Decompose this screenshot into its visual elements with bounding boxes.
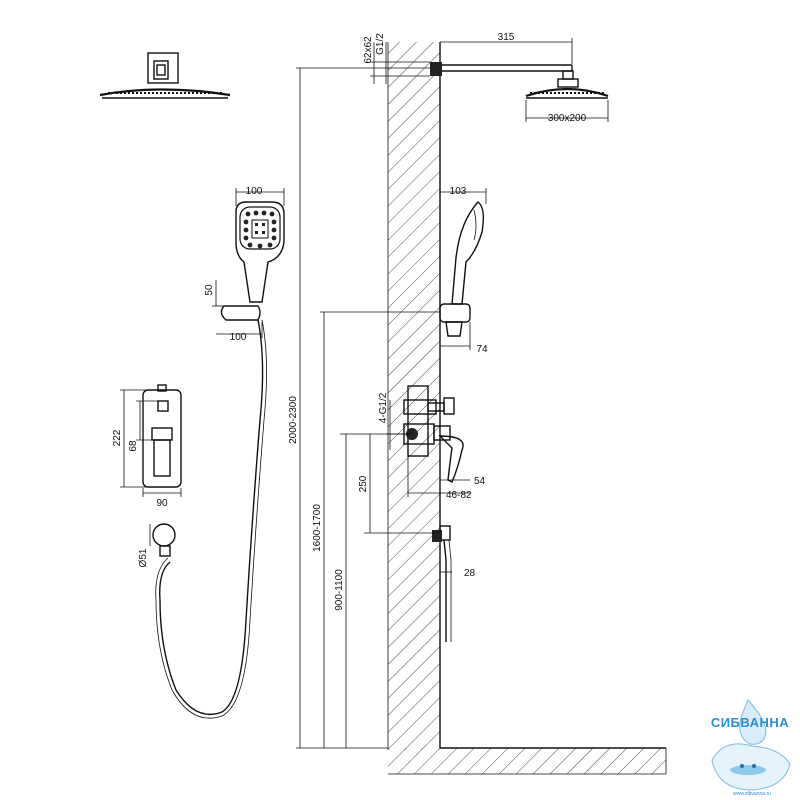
dim-head-size: 300x200 (548, 113, 587, 124)
hand-shower-front-view (235, 201, 285, 303)
dim-holder-width: 100 (230, 332, 247, 343)
wall-section (387, 42, 441, 750)
rain-head-front-view (99, 52, 231, 99)
shower-arm-side-view (430, 62, 609, 99)
dim-mixer-inner: 68 (128, 440, 139, 452)
dim-mixer-depth: 54 (474, 476, 486, 487)
dim-mixer-connections: 4-G1/2 (378, 392, 389, 423)
dim-mixer-depth-range: 46-82 (446, 490, 472, 501)
dim-mixer-height-range: 900-1100 (334, 569, 345, 611)
watermark-url: www.sibvanna.ru (733, 791, 771, 797)
holder-front-view (220, 305, 261, 321)
dim-square-flange: 62x62 (363, 36, 374, 64)
hand-shower-side-view (439, 201, 485, 337)
dim-handshower-side-width: 103 (450, 186, 467, 197)
dim-holder-height: 50 (204, 284, 215, 296)
wall-outlet-side-view (432, 525, 452, 642)
wall-outlet-front-view (152, 523, 176, 557)
dim-outlet-projection: 28 (464, 568, 476, 579)
shower-hose (155, 319, 267, 719)
floor-section (388, 747, 667, 775)
dim-holder-projection: 74 (476, 344, 488, 355)
mixer-side-view (403, 385, 464, 483)
dim-arm-length: 315 (498, 32, 515, 43)
dim-outlet-spacing: 250 (358, 475, 369, 492)
brand-logo: СИБВАННА www.sibvanna.ru (711, 699, 791, 797)
dim-outlet-diameter: Ø51 (138, 548, 149, 567)
watermark-brand: СИБВАННА (711, 715, 789, 730)
dimension-labels: 62x62 G1/2 315 300x200 100 103 50 100 74… (112, 32, 587, 611)
dim-total-height: 2000-2300 (288, 396, 299, 444)
dim-handshower-width: 100 (246, 186, 263, 197)
mixer-front-view (142, 384, 182, 488)
dim-holder-height-range: 1600-1700 (312, 504, 323, 552)
dim-mixer-height: 222 (112, 429, 123, 446)
dim-wall-thread: G1/2 (375, 33, 386, 55)
dim-mixer-width: 90 (156, 498, 168, 509)
dimension-lines (120, 38, 609, 749)
